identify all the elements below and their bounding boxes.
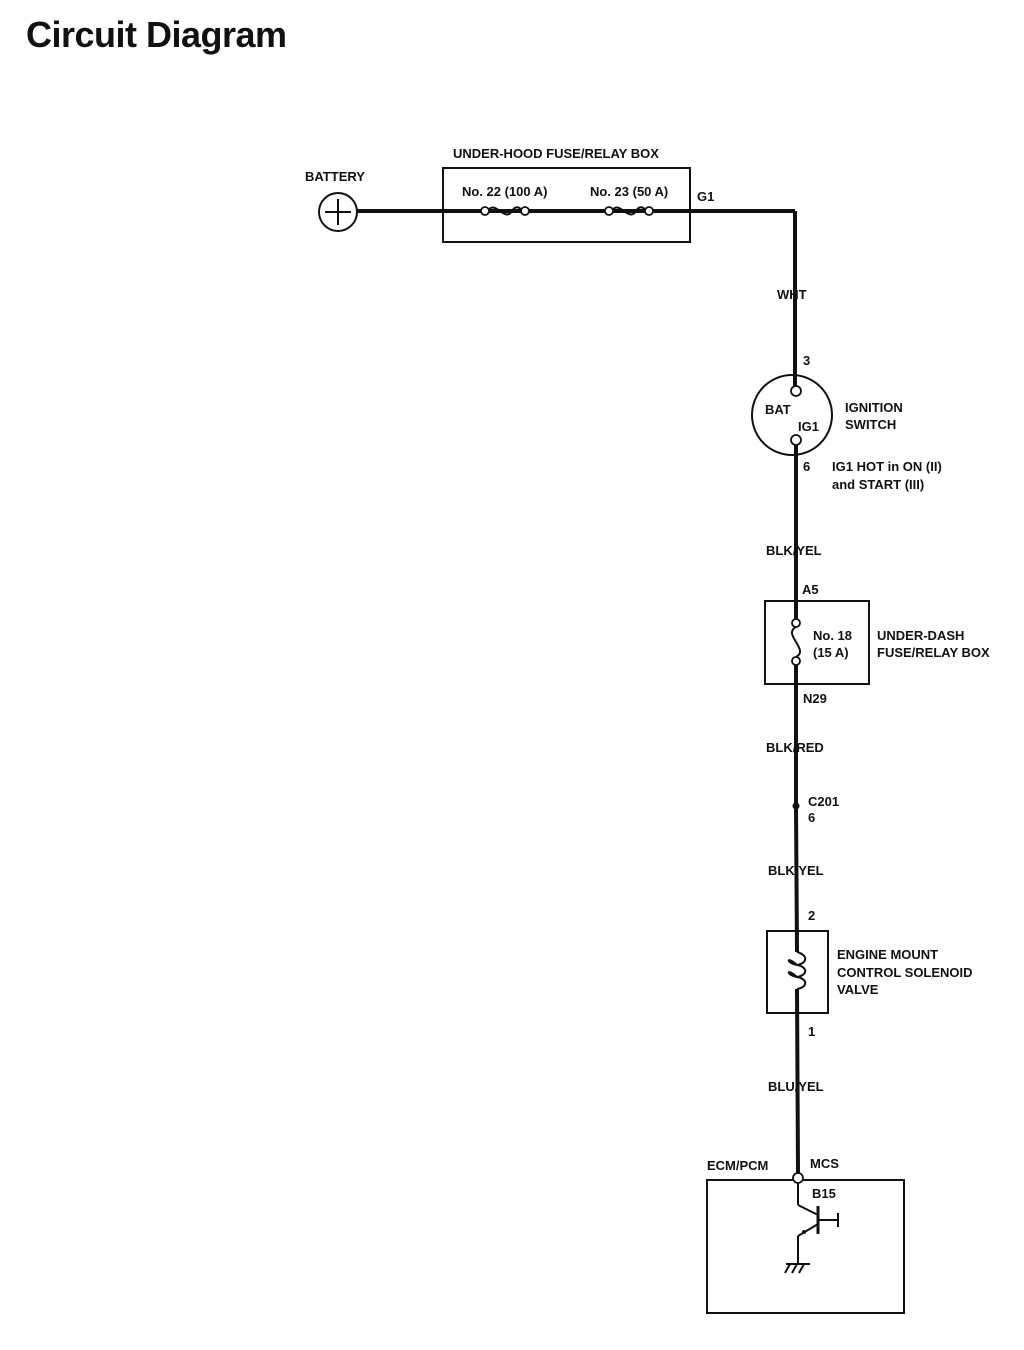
ignition-pin-3: 3 bbox=[803, 353, 810, 368]
fuse-18-label-1: No. 18 bbox=[813, 628, 852, 643]
ignition-switch-symbol bbox=[751, 374, 833, 456]
fuse-23-icon bbox=[611, 206, 647, 216]
ignition-pin-6: 6 bbox=[803, 459, 810, 474]
underdash-label-1: UNDER-DASH bbox=[877, 628, 964, 643]
underhood-box-label: UNDER-HOOD FUSE/RELAY BOX bbox=[453, 146, 659, 161]
solenoid-label-2: CONTROL SOLENOID bbox=[837, 965, 973, 980]
underdash-label-2: FUSE/RELAY BOX bbox=[877, 645, 990, 660]
ignition-label-1: IGNITION bbox=[845, 400, 903, 415]
underhood-box-outline bbox=[442, 167, 691, 243]
ig1-terminal bbox=[790, 434, 802, 446]
ecm-pcm: ECM/PCM MCS B15 bbox=[706, 1156, 905, 1314]
wire-label-blk-yel-1: BLK/YEL bbox=[766, 543, 822, 558]
coil-icon bbox=[787, 951, 807, 990]
wire-label-wht: WHT bbox=[777, 287, 807, 302]
solenoid-label-3: VALVE bbox=[837, 982, 879, 997]
ecm-signal-label: MCS bbox=[810, 1156, 839, 1171]
fuse-18-icon bbox=[791, 626, 801, 658]
ig1-label: IG1 bbox=[798, 419, 819, 434]
ecm-label: ECM/PCM bbox=[707, 1158, 768, 1173]
ecm-box-outline bbox=[706, 1179, 905, 1314]
ignition-label-2: SWITCH bbox=[845, 417, 896, 432]
fuse-22-icon bbox=[487, 206, 523, 216]
fuse-23-label: No. 23 (50 A) bbox=[590, 184, 668, 199]
ignition-switch: 3 BAT IG1 IGNITION SWITCH 6 IG1 HOT in O… bbox=[751, 353, 942, 492]
solenoid-label-1: ENGINE MOUNT bbox=[837, 947, 938, 962]
underdash-pin-a5: A5 bbox=[802, 582, 819, 597]
wire-blk-yel-2 bbox=[794, 805, 799, 953]
connector-c201: C201 6 bbox=[792, 794, 839, 825]
battery-label: BATTERY bbox=[305, 169, 365, 184]
connector-name: C201 bbox=[808, 794, 839, 809]
wire-label-blk-red: BLK/RED bbox=[766, 740, 824, 755]
underdash-fuse-box: A5 No. 18 (15 A) UNDER-DASH FUSE/RELAY B… bbox=[764, 582, 990, 706]
solenoid-pin-1: 1 bbox=[808, 1024, 815, 1039]
fuse-22-label: No. 22 (100 A) bbox=[462, 184, 548, 199]
ig1-note-2: and START (III) bbox=[832, 477, 924, 492]
underdash-pin-n29: N29 bbox=[803, 691, 827, 706]
ecm-terminal bbox=[792, 1172, 804, 1184]
underdash-box-outline bbox=[764, 600, 870, 685]
wire-label-blu-yel: BLU/YEL bbox=[768, 1079, 824, 1094]
connector-pin: 6 bbox=[808, 810, 815, 825]
bat-label: BAT bbox=[765, 402, 791, 417]
terminal-g1-label: G1 bbox=[697, 189, 714, 204]
fuse-18-label-2: (15 A) bbox=[813, 645, 849, 660]
page-title: Circuit Diagram bbox=[26, 14, 287, 55]
battery: BATTERY bbox=[305, 169, 365, 232]
solenoid-valve: 2 ENGINE MOUNT CONTROL SOLENOID VALVE 1 bbox=[766, 908, 973, 1039]
wire-label-blk-yel-2: BLK/YEL bbox=[768, 863, 824, 878]
ig1-note-1: IG1 HOT in ON (II) bbox=[832, 459, 942, 474]
ecm-pin-b15: B15 bbox=[812, 1186, 836, 1201]
ground-icon bbox=[784, 1263, 810, 1274]
bat-terminal bbox=[790, 385, 802, 397]
solenoid-pin-2: 2 bbox=[808, 908, 815, 923]
underhood-fuse-box: UNDER-HOOD FUSE/RELAY BOX No. 22 (100 A)… bbox=[442, 146, 714, 243]
transistor-icon bbox=[797, 1183, 839, 1264]
wire-blu-yel bbox=[795, 988, 800, 1174]
